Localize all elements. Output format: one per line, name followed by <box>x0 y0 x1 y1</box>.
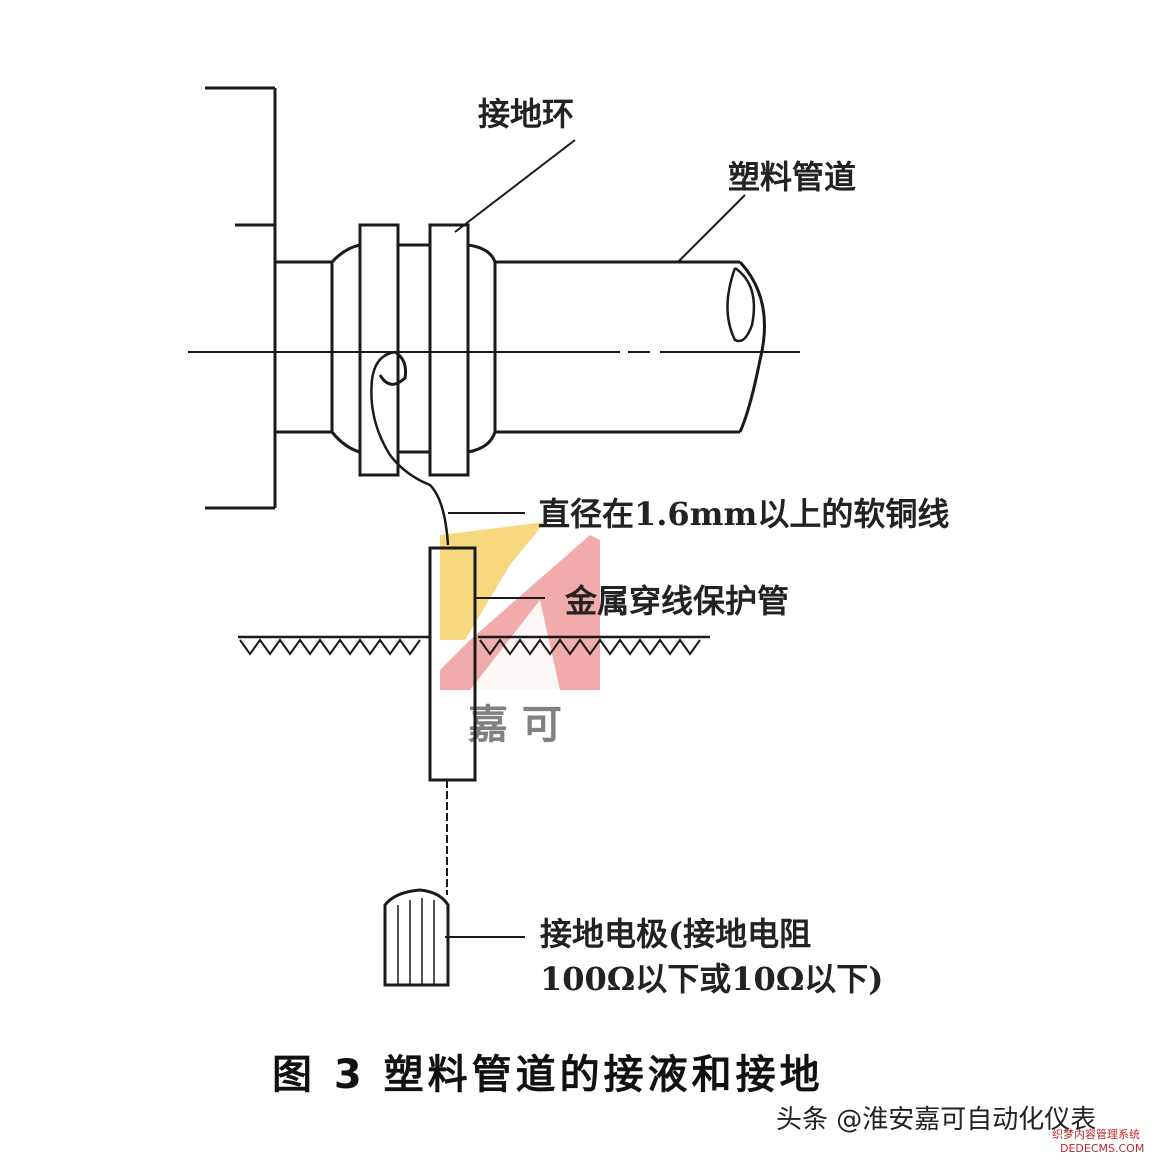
logo-watermark: 嘉 可 <box>440 522 600 748</box>
label-protective-tube: 金属穿线保护管 <box>564 582 789 620</box>
label-electrode-line1: 接地电极(接地电阻 <box>540 915 811 953</box>
pipe-drawing <box>188 86 800 987</box>
label-grounding-ring: 接地环 <box>478 95 574 133</box>
watermark-site-url: DEDECMS.COM <box>1060 1142 1144 1155</box>
label-electrode-line2: 100Ω以下或10Ω以下) <box>540 960 883 998</box>
logo-text: 嘉 可 <box>468 701 562 748</box>
watermark-text: 头条 @淮安嘉可自动化仪表 <box>776 1105 1096 1135</box>
watermark-site: 织梦内容管理系统 <box>1052 1127 1140 1141</box>
figure-caption: 图 3 塑料管道的接液和接地 <box>272 1052 824 1098</box>
label-copper-wire: 直径在1.6mm以上的软铜线 <box>538 495 949 533</box>
label-plastic-pipe: 塑料管道 <box>728 158 856 196</box>
